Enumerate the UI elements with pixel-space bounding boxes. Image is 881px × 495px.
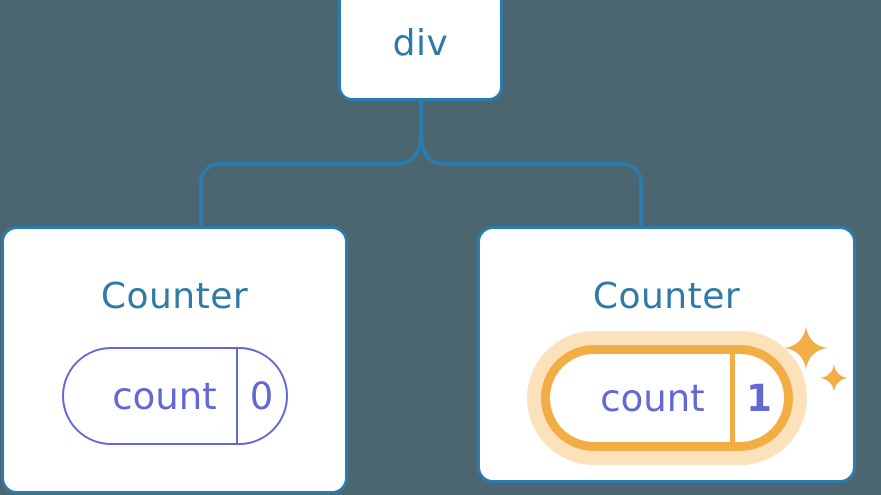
connector-path-root-to-children	[199, 99, 643, 230]
node-root-div[interactable]: div	[338, 0, 503, 101]
state-pill-wrap-right: count 1	[526, 331, 807, 465]
node-counter-left[interactable]: Counter count 0	[1, 226, 348, 494]
state-key-left: count	[112, 374, 217, 418]
sparkle-large-icon	[784, 326, 828, 370]
state-pill-right[interactable]: count 1	[540, 345, 793, 451]
sparkle-small-icon	[820, 364, 848, 392]
state-pill-left[interactable]: count 0	[61, 347, 288, 445]
node-counter-right[interactable]: Counter count 1	[477, 226, 856, 483]
state-pill-wrap-left: count 0	[61, 347, 288, 445]
node-root-label: div	[392, 22, 449, 64]
node-title-left: Counter	[100, 276, 249, 317]
node-title-right: Counter	[592, 276, 741, 317]
state-value-left: 0	[235, 349, 286, 443]
state-key-right: count	[600, 376, 705, 420]
state-value-right: 1	[729, 354, 784, 442]
